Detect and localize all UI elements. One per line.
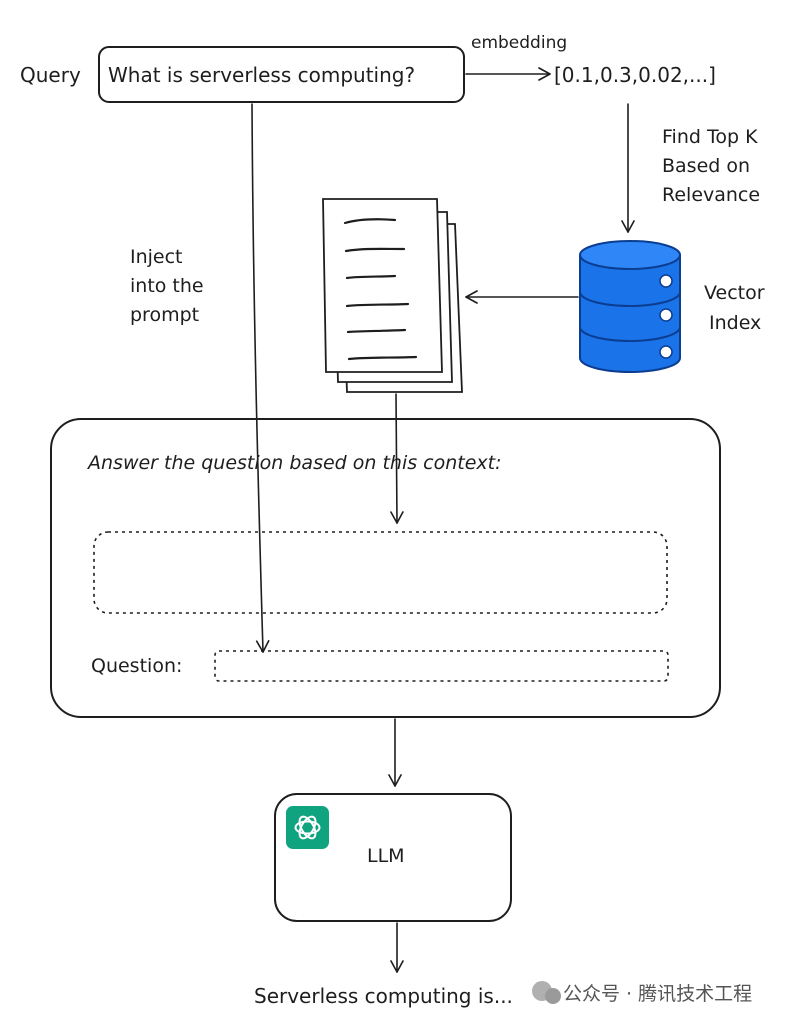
documents-icon [322,198,463,393]
query-label: Query [20,63,81,87]
context-arrow [390,393,404,524]
embedding-vector: [0.1,0.3,0.02,...] [554,63,716,87]
embedding-label: embedding [471,33,567,53]
prompt-template-box: Answer the question based on this contex… [50,418,721,718]
inject-line-1: Inject [130,246,183,268]
database-icon [579,240,681,373]
llm-box: LLM [274,793,512,922]
watermark-text: 公众号 · 腾讯技术工程 [563,983,752,1005]
prompt-instruction: Answer the question based on this contex… [86,452,502,474]
question-slot [214,650,669,682]
find-topk-line-2: Based on [662,155,750,177]
inject-line-2: into the [130,275,204,297]
find-topk-line-1: Find Top K [662,126,758,148]
vector-index-line-1: Vector [704,282,765,304]
llm-label: LLM [367,845,405,867]
vector-index-line-2: Index [709,312,761,334]
inject-arrow [251,103,270,653]
query-box: What is serverless computing? [98,46,465,103]
query-text: What is serverless computing? [108,63,415,87]
question-label: Question: [91,655,182,677]
find-topk-line-3: Relevance [662,184,760,206]
output-text: Serverless computing is... [254,984,513,1008]
openai-logo-icon [286,806,329,849]
watermark: 公众号 · 腾讯技术工程 [532,981,752,1005]
inject-line-3: prompt [130,304,199,326]
